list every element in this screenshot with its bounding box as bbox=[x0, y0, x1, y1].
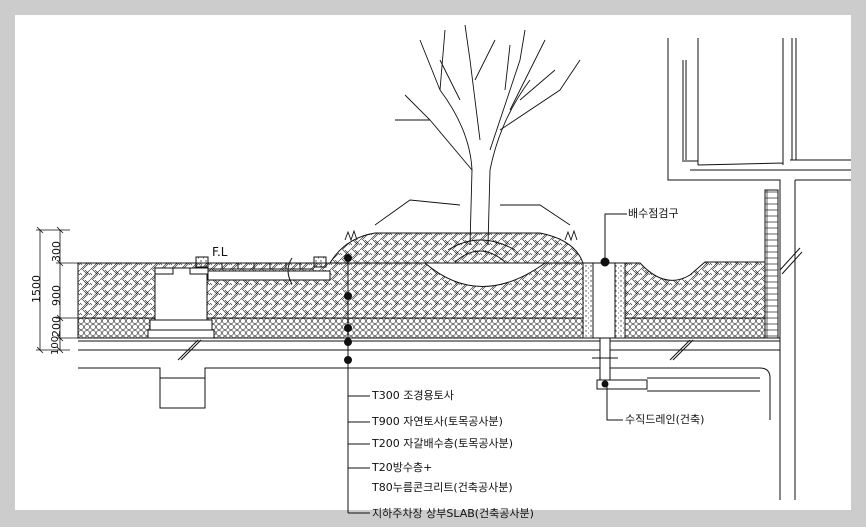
slab bbox=[78, 337, 781, 420]
vertical-drain-label: 수직드레인(건축) bbox=[625, 413, 705, 426]
callout-waterproofing: T20방수층+ bbox=[372, 461, 433, 474]
tree bbox=[344, 24, 581, 263]
dimension-lines bbox=[36, 226, 80, 354]
drain-inspection-chamber bbox=[582, 257, 760, 392]
callout-gravel-drain: T200 자갈배수층(토목공사분) bbox=[372, 437, 513, 450]
retaining-wall bbox=[667, 38, 851, 500]
paving bbox=[195, 256, 331, 285]
tree-root-ball bbox=[423, 262, 547, 287]
dim-layer-100: 100 bbox=[50, 335, 61, 355]
dim-layer-200: 200 bbox=[50, 316, 63, 337]
layer-leader bbox=[344, 213, 627, 514]
drain-inspection-label: 배수점검구 bbox=[628, 207, 679, 220]
dim-total: 1500 bbox=[30, 275, 43, 303]
catch-basin bbox=[147, 267, 215, 339]
callout-protection-concrete: T80누름콘크리트(건축공사분) bbox=[372, 481, 513, 494]
finish-level-label: F.L bbox=[212, 245, 228, 259]
callout-slab: 지하주차장 상부SLAB(건축공사분) bbox=[372, 507, 534, 520]
callout-natural-soil: T900 자연토사(토목공사분) bbox=[372, 415, 503, 428]
dim-layer-900: 900 bbox=[50, 285, 63, 306]
landscape-mound bbox=[329, 232, 584, 264]
callout-landscape-soil: T300 조경용토사 bbox=[372, 389, 454, 402]
dim-layer-300: 300 bbox=[50, 241, 63, 262]
